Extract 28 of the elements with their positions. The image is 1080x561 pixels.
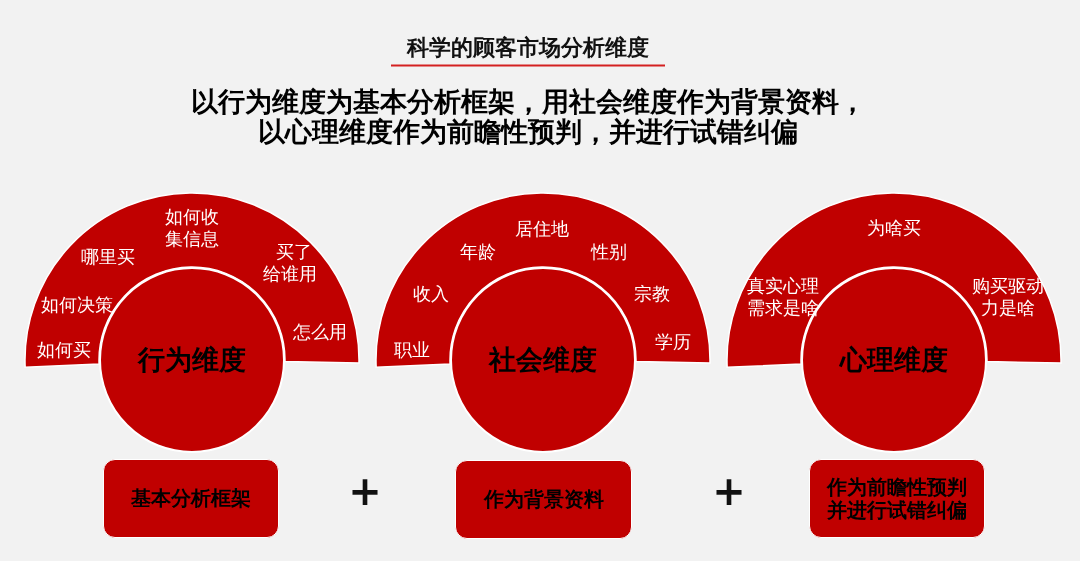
segment-label: 如何决策 bbox=[41, 294, 113, 316]
segment-label: 如何买 bbox=[37, 339, 91, 361]
title: 科学的顾客市场分析维度 bbox=[391, 33, 665, 67]
segment-label: 买了给谁用 bbox=[262, 241, 318, 285]
segment-label: 购买驱动力是啥 bbox=[971, 275, 1045, 319]
dimension-title: 社会维度 bbox=[489, 344, 597, 376]
segment-label: 如何收集信息 bbox=[164, 206, 220, 250]
segment-label: 哪里买 bbox=[81, 246, 135, 268]
segment-label: 年龄 bbox=[460, 241, 496, 263]
segment-label: 学历 bbox=[655, 331, 691, 353]
summary-card bbox=[455, 460, 632, 539]
segment-label: 居住地 bbox=[515, 218, 569, 240]
segment-label: 为啥买 bbox=[867, 217, 921, 239]
segment-label: 收入 bbox=[413, 283, 449, 305]
summary-text: 作为前瞻性预判并进行试错纠偏 bbox=[825, 475, 968, 522]
summary-text: 作为背景资料 bbox=[483, 488, 604, 511]
segment-label: 性别 bbox=[591, 241, 627, 263]
subtitle: 以行为维度为基本分析框架，用社会维度作为背景资料，以心理维度作为前瞻性预判，并进行试错纠偏 bbox=[189, 87, 867, 147]
plus-sign: + bbox=[348, 471, 382, 511]
segment-label: 宗教 bbox=[634, 283, 670, 305]
summary-card bbox=[809, 459, 985, 538]
summary-card bbox=[103, 459, 279, 538]
dimension-title: 心理维度 bbox=[840, 344, 948, 376]
dimension-title: 行为维度 bbox=[138, 344, 246, 376]
segment-label: 怎么用 bbox=[293, 321, 347, 343]
summary-text: 基本分析框架 bbox=[131, 487, 251, 510]
plus-sign: + bbox=[712, 471, 746, 511]
segment-label: 职业 bbox=[394, 339, 430, 361]
